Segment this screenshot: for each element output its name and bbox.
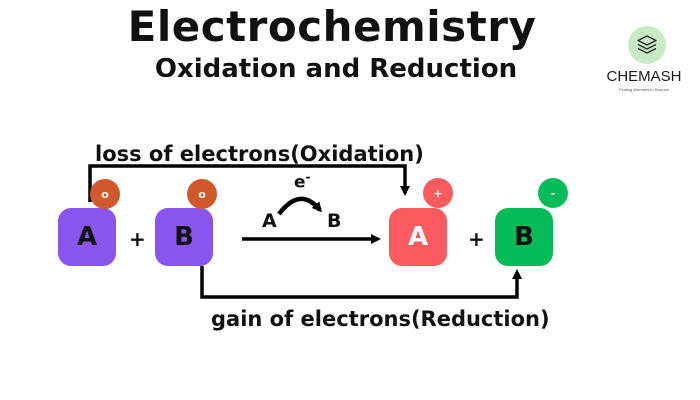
product-a-box: A	[389, 208, 447, 266]
chemash-logo: CHEMASH Finding Wonders in Science	[602, 26, 686, 96]
logo-tagline: Finding Wonders in Science	[619, 87, 669, 92]
electron-label: e-	[294, 170, 311, 193]
transfer-to-label: B	[327, 210, 342, 232]
oxidation-arrow	[88, 164, 410, 202]
reactant-a-box: A	[58, 208, 116, 266]
electron-symbol: e	[294, 172, 306, 193]
page-subtitle: Oxidation and Reduction	[154, 54, 518, 84]
plus-sign-right: +	[468, 227, 485, 251]
layers-icon	[628, 26, 666, 64]
product-b-box: B	[495, 208, 553, 266]
transfer-from-label: A	[262, 210, 277, 232]
product-a-charge-badge: +	[423, 178, 453, 208]
reactant-b-charge-badge: o	[187, 179, 217, 209]
logo-name: CHEMASH	[606, 68, 682, 85]
reactant-b-box: B	[155, 208, 213, 266]
reduction-label: gain of electrons(Reduction)	[211, 307, 550, 331]
oxidation-label: loss of electrons(Oxidation)	[95, 142, 424, 166]
plus-sign-left: +	[129, 227, 146, 251]
reduction-arrow	[200, 266, 522, 299]
product-b-charge-badge: -	[538, 178, 568, 208]
electron-transfer-arrow	[277, 196, 322, 216]
reactant-a-charge-badge: o	[90, 179, 120, 209]
page-title: Electrochemistry	[127, 2, 537, 51]
electron-superscript: -	[305, 170, 311, 184]
